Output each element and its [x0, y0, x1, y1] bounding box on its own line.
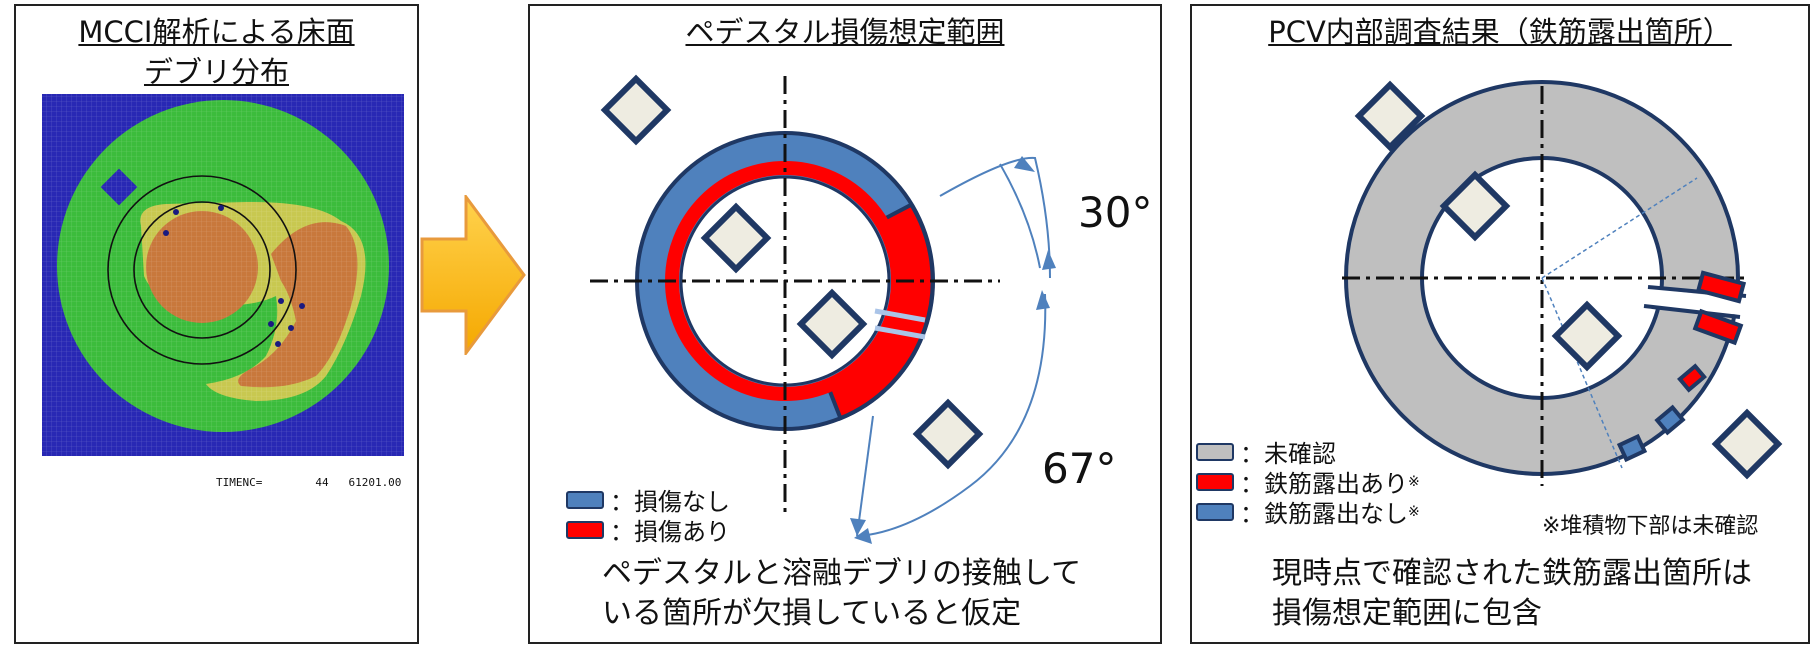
mcci-simulation-map	[42, 94, 404, 456]
angle-30-label: 30°	[1078, 188, 1153, 237]
access-pad-1	[600, 74, 672, 146]
pcv-caption-line1: 現時点で確認された鉄筋露出箇所は	[1272, 556, 1752, 591]
access-pad-4	[912, 398, 984, 470]
rebar-not-exposed-mark-1	[1654, 404, 1686, 436]
mcci-title-line2: デブリ分布	[143, 55, 289, 89]
rebar-exposed-mark-1	[1695, 270, 1747, 304]
pcv-pad-2	[1439, 170, 1511, 242]
pedestal-damage-title: ペデスタル損傷想定範囲	[685, 15, 1005, 49]
sim-inner-ring	[133, 201, 271, 339]
pcv-investigation-title: PCV内部調査結果（鉄筋露出箇所）	[1268, 15, 1732, 49]
legend-undamaged: ：損傷なし	[566, 482, 730, 517]
pcv-ring-gap	[1647, 288, 1752, 316]
rebar-exposed-mark-3	[1677, 363, 1707, 393]
angle-67-arc	[859, 293, 1047, 537]
pcv-rebar-diagram	[1342, 80, 1783, 486]
legend-swatch-red	[1196, 472, 1234, 491]
legend-unconfirmed: ：未確認	[1196, 434, 1336, 469]
legend-swatch-gray	[1196, 442, 1234, 461]
pedestal-caption-line1: ペデスタルと溶融デブリの接触して	[602, 556, 1082, 591]
angle-67-label: 67°	[1042, 444, 1117, 493]
sim-outer-ring	[107, 175, 297, 365]
legend-rebar-exposed: ：鉄筋露出あり※	[1196, 464, 1420, 499]
pcv-footnote: ※堆積物下部は未確認	[1542, 514, 1759, 539]
pedestal-damage-diagram	[590, 74, 1056, 544]
rebar-not-exposed-mark-2	[1616, 433, 1648, 463]
pcv-investigation-panel: PCV内部調査結果（鉄筋露出箇所）	[1190, 4, 1810, 644]
legend-damaged: ：損傷あり	[566, 512, 730, 547]
pcv-caption-line2: 損傷想定範囲に包含	[1272, 596, 1542, 631]
sim-footer-text: TIMENC= 44 61201.00	[216, 476, 402, 489]
pcv-pad-4	[1711, 408, 1783, 480]
access-pad-2	[700, 202, 772, 274]
legend-swatch-blue	[1196, 502, 1234, 521]
pedestal-damage-panel: ペデスタル損傷想定範囲 30°	[528, 4, 1162, 644]
legend-swatch-red	[566, 520, 604, 539]
pedestal-caption-line2: いる箇所が欠損していると仮定	[602, 596, 1022, 631]
mcci-title-line1: MCCI解析による床面	[78, 15, 355, 49]
access-pad-3	[796, 288, 868, 360]
angle-30-arc	[939, 156, 1051, 279]
legend-rebar-not-exposed: ：鉄筋露出なし※	[1196, 494, 1420, 529]
legend-swatch-blue	[566, 490, 604, 509]
pcv-pad-3	[1551, 300, 1623, 372]
rebar-exposed-mark-2	[1692, 308, 1744, 346]
right-arrow-icon	[420, 195, 526, 355]
mcci-panel: MCCI解析による床面 デブリ分布 TIMENC= 44 61201.00	[14, 4, 419, 644]
pcv-pad-1	[1354, 80, 1426, 152]
